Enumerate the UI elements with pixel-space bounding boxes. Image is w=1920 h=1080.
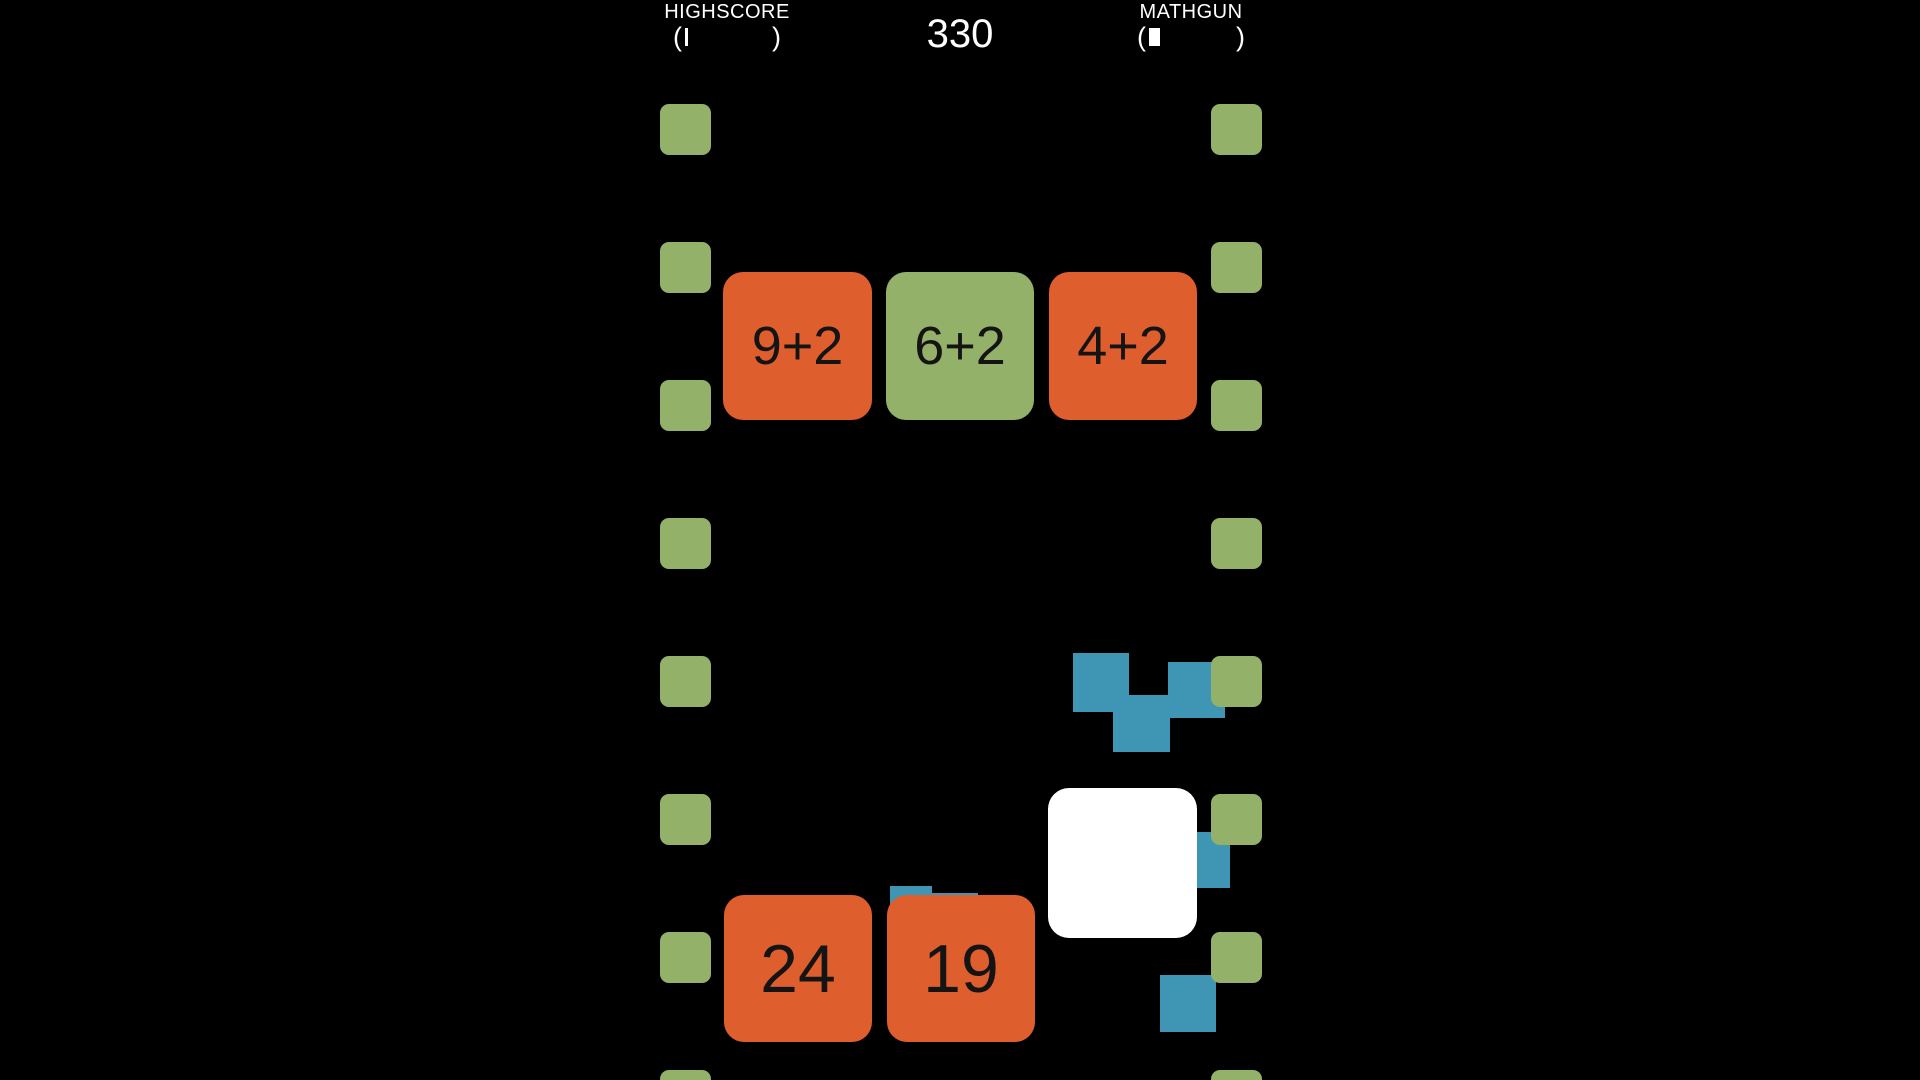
highscore-label: HIGHSCORE	[664, 1, 790, 23]
mathgun-bar-fill	[1149, 28, 1160, 46]
mathgun-bar: ( )	[1124, 23, 1258, 51]
edge-square-right	[1211, 518, 1262, 569]
tile-4plus2[interactable]: 4+2	[1049, 272, 1197, 420]
mathgun-label: MATHGUN	[1139, 1, 1243, 23]
highscore-bar-close-paren: )	[772, 22, 781, 52]
mathgun-bar-track	[1146, 27, 1236, 47]
mathgun-block: MATHGUN ( )	[1124, 2, 1258, 51]
edge-square-left	[660, 380, 711, 431]
edge-square-right	[1211, 242, 1262, 293]
tile-9plus2[interactable]: 9+2	[723, 272, 872, 420]
score-value: 330	[926, 12, 994, 56]
edge-square-left	[660, 1070, 711, 1080]
debris-square	[1113, 695, 1170, 752]
highscore-bar-track	[682, 27, 772, 47]
edge-square-left	[660, 656, 711, 707]
highscore-bar-open-paren: (	[673, 22, 682, 52]
highscore-block: HIGHSCORE ( )	[660, 2, 794, 51]
edge-square-right	[1211, 794, 1262, 845]
edge-square-left	[660, 104, 711, 155]
highscore-bar: ( )	[660, 23, 794, 51]
edge-square-right	[1211, 1070, 1262, 1080]
edge-square-left	[660, 932, 711, 983]
edge-square-left	[660, 518, 711, 569]
tile-19[interactable]: 19	[887, 895, 1035, 1042]
highscore-bar-fill	[685, 28, 688, 46]
tile-6plus2[interactable]: 6+2	[886, 272, 1034, 420]
tile-24[interactable]: 24	[724, 895, 872, 1042]
edge-square-right	[1211, 656, 1262, 707]
mathgun-bar-open-paren: (	[1137, 22, 1146, 52]
edge-square-right	[1211, 380, 1262, 431]
mathgun-bar-close-paren: )	[1236, 22, 1245, 52]
edge-square-left	[660, 242, 711, 293]
edge-square-left	[660, 794, 711, 845]
debris-square	[1160, 975, 1216, 1032]
edge-square-right	[1211, 932, 1262, 983]
white-tile[interactable]	[1048, 788, 1197, 938]
edge-square-right	[1211, 104, 1262, 155]
